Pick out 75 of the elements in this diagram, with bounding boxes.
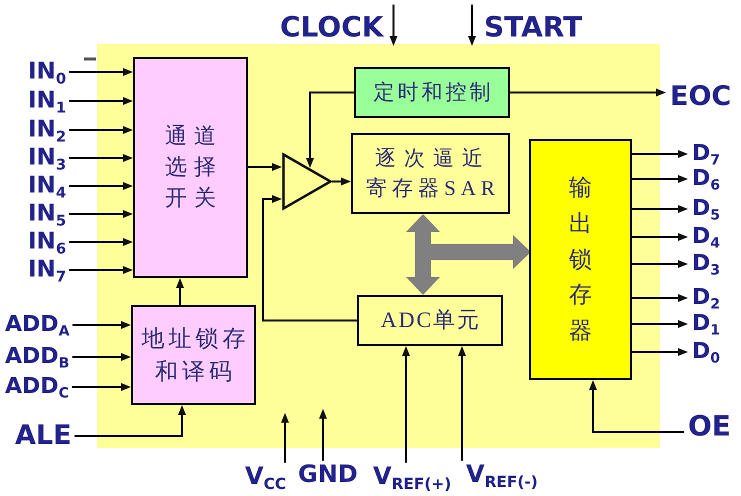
- block-label: ADC单元: [380, 307, 482, 334]
- arrow: [262, 195, 357, 322]
- arrow: [69, 266, 133, 274]
- arrow: [632, 260, 688, 268]
- signal-label: D$_{3}$: [692, 252, 720, 276]
- channel-switch-block: [133, 57, 248, 278]
- block-label: 输出锁存器: [569, 174, 592, 345]
- signal-label: CLOCK: [280, 12, 384, 44]
- arrow: [589, 380, 684, 433]
- arrow: [69, 182, 133, 190]
- signal-label: ALE: [15, 421, 72, 451]
- arrow: [468, 4, 476, 46]
- signal-label: START: [484, 12, 582, 44]
- arrow: [69, 97, 133, 105]
- sar-register-block: [351, 133, 510, 214]
- arrow: [319, 408, 327, 461]
- signal-label: ADD$_{B}$: [5, 344, 70, 370]
- signal-label: V$_{REF(-)}$: [466, 460, 538, 488]
- arrow: [281, 412, 289, 463]
- arrow: [72, 383, 131, 391]
- arrow: [458, 346, 466, 461]
- arrow: [510, 88, 666, 96]
- timing-control-block: [354, 67, 510, 118]
- signal-label: D$_{6}$: [692, 166, 720, 192]
- signal-label: D$_{4}$: [692, 224, 720, 250]
- signal-label: D$_{5}$: [692, 196, 720, 222]
- output-latch-block: [529, 139, 632, 380]
- arrow: [248, 163, 282, 171]
- signal-label: D$_{1}$: [692, 312, 720, 336]
- arrow: [69, 238, 133, 246]
- signal-label: IN$_{6}$: [28, 229, 66, 255]
- arrow: [306, 92, 354, 168]
- block-label: 定时和控制: [372, 80, 494, 106]
- signal-label: D$_{7}$: [692, 142, 720, 166]
- signal-label: OE: [688, 412, 731, 442]
- signal-label: EOC: [670, 82, 732, 112]
- adc-unit-block: [357, 295, 503, 346]
- arrow: [632, 233, 688, 241]
- signal-label: IN$_{5}$: [28, 201, 66, 227]
- signal-label: D$_{0}$: [692, 340, 720, 364]
- arrow: [332, 178, 351, 186]
- arrow: [390, 4, 398, 46]
- arrow: [72, 321, 131, 329]
- address-latch-block: [131, 305, 256, 405]
- signal-label: IN$_{4}$: [28, 173, 66, 199]
- signal-label: ADD$_{A}$: [5, 312, 70, 338]
- signal-label: IN$_{2}$: [28, 117, 66, 143]
- signal-label: V$_{CC}$: [245, 462, 286, 490]
- signal-label: IN$_{0}$: [28, 59, 66, 85]
- arrow: [176, 278, 184, 305]
- arrow: [69, 154, 133, 162]
- arrow: [69, 210, 133, 218]
- arrow: [632, 205, 688, 213]
- arrow: [632, 294, 688, 302]
- signal-label: IN$_{3}$: [28, 145, 66, 171]
- arrow: [74, 405, 186, 437]
- block-label: 通道选择开关: [164, 122, 224, 212]
- bus-arrow: [406, 214, 440, 295]
- arrow: [72, 353, 131, 361]
- arrow: [632, 150, 688, 158]
- signal-label: IN$_{7}$: [28, 257, 66, 283]
- signal-label: IN$_{1}$: [28, 88, 66, 114]
- chip-panel: [97, 44, 660, 448]
- arrow: [402, 346, 410, 463]
- block-label: 逐次逼近寄存器SAR: [365, 145, 501, 202]
- block-label: 地址锁存和译码: [140, 324, 250, 386]
- signal-label: GND: [298, 460, 358, 488]
- signal-label: D$_{2}$: [692, 286, 720, 310]
- arrow: [632, 175, 688, 183]
- arrow: [69, 68, 133, 76]
- signal-label: ADD$_{C}$: [5, 374, 69, 400]
- arrow: [69, 126, 133, 134]
- signal-label: V$_{REF(+)}$: [373, 462, 452, 490]
- arrow: [632, 320, 688, 328]
- arrow: [632, 348, 688, 356]
